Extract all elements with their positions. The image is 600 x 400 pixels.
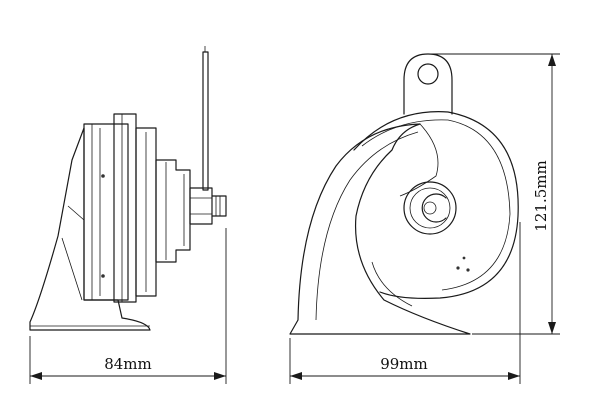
front-center-ring	[409, 187, 451, 229]
dimension-side-width	[29, 228, 227, 384]
dimension-front-height	[430, 53, 560, 335]
side-body	[83, 123, 129, 301]
front-mount-hole	[417, 63, 439, 85]
front-inner-curl	[399, 123, 439, 197]
front-center-outer-ring	[403, 181, 457, 235]
dim-label-front-height: 121.5mm	[532, 160, 550, 231]
front-body-outline	[353, 111, 519, 299]
side-stand	[29, 127, 151, 331]
side-view	[29, 46, 227, 331]
side-cap	[155, 159, 191, 263]
front-view	[289, 53, 519, 335]
dimension-front-width	[289, 222, 521, 384]
side-nut	[189, 187, 213, 225]
side-rear-housing	[135, 127, 157, 297]
side-bolt	[211, 195, 227, 217]
front-horn-scroll	[289, 123, 471, 335]
dim-label-side-width: 84mm	[104, 355, 152, 373]
front-mount-tab	[403, 53, 453, 115]
front-center-c	[421, 193, 447, 223]
side-flange	[113, 113, 137, 303]
dim-label-front-width: 99mm	[380, 355, 428, 373]
side-terminal-strip	[202, 51, 209, 191]
